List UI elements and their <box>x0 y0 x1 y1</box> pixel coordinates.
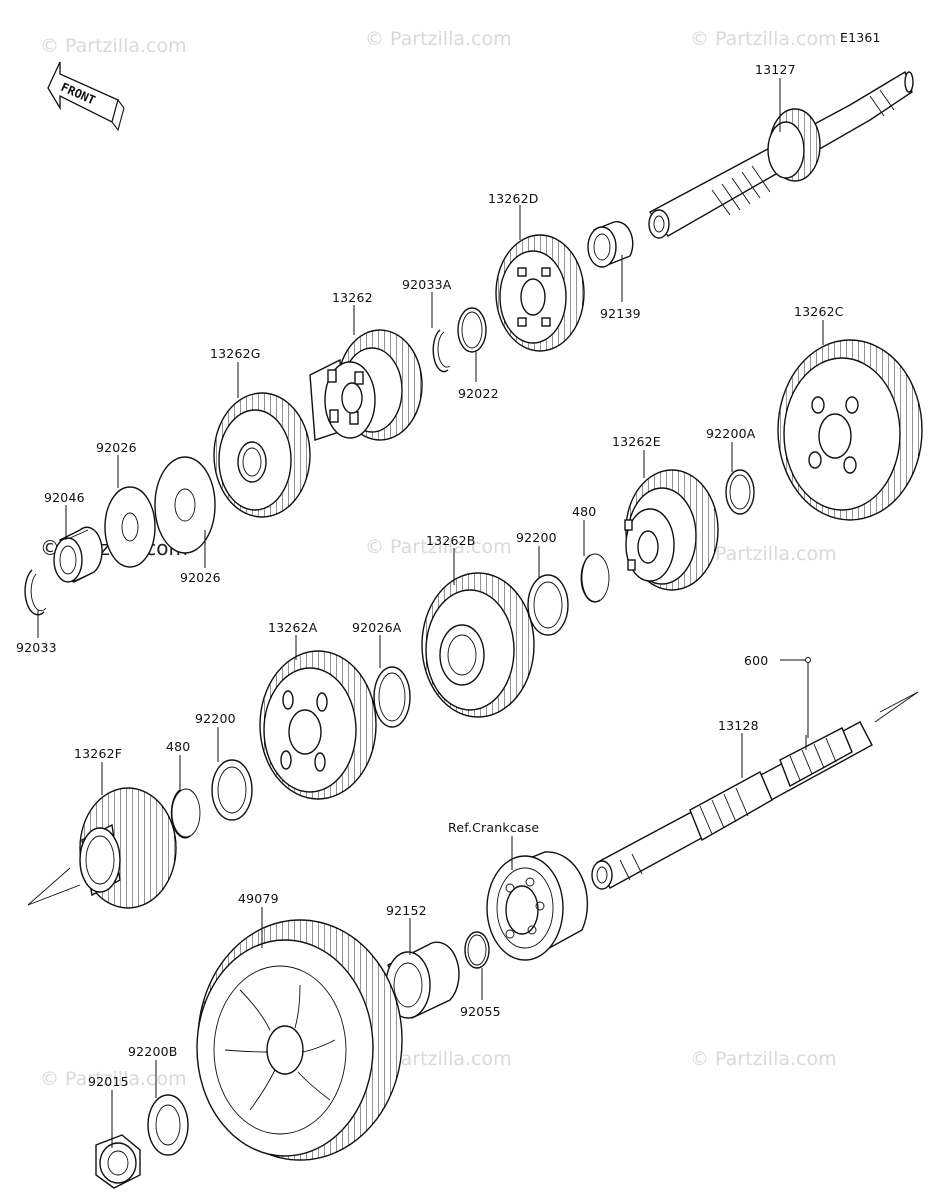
label-13262A: 13262A <box>268 620 318 635</box>
washer-92022 <box>457 307 487 353</box>
label-13262E: 13262E <box>612 434 661 449</box>
gear-13262G <box>213 392 311 518</box>
label-600: 600 <box>744 653 768 668</box>
label-92026-bottom: 92026 <box>180 570 221 585</box>
label-92033A: 92033A <box>402 277 452 292</box>
label-92200B: 92200B <box>128 1044 178 1059</box>
gear-13262F <box>79 787 177 909</box>
axis-line <box>27 884 81 906</box>
washer-92026-large <box>154 456 216 554</box>
washer-92200-upper <box>527 574 569 636</box>
washer-92200-lower <box>211 759 253 821</box>
gear-13262B <box>421 572 535 718</box>
label-13262F: 13262F <box>74 746 122 761</box>
washer-92200A <box>725 469 755 515</box>
label-ref-crankcase: Ref.Crankcase <box>448 820 539 835</box>
label-92200-lower: 92200 <box>195 711 236 726</box>
washer-92026-small <box>104 486 156 568</box>
label-92026-top: 92026 <box>96 440 137 455</box>
label-13262: 13262 <box>332 290 373 305</box>
oring-92055 <box>464 931 490 969</box>
watermark: © Partzilla.com <box>690 1048 837 1070</box>
watermark: © Partzilla.com <box>365 536 512 558</box>
label-13262G: 13262G <box>210 346 261 361</box>
leader-lines <box>37 78 824 1148</box>
watermark: © Partzilla.com <box>690 28 837 50</box>
label-480-lower: 480 <box>166 739 190 754</box>
gear-13262E <box>624 469 719 591</box>
shaft-13127 <box>648 70 914 239</box>
gear-13262C <box>777 339 923 521</box>
bearing-crankcase <box>486 851 589 961</box>
circlip-92033 <box>24 569 45 616</box>
part-labels: 13127 13262D 92139 13262 92033A 92022 13… <box>16 62 844 1089</box>
label-92046: 92046 <box>44 490 85 505</box>
label-13128: 13128 <box>718 718 759 733</box>
label-92055: 92055 <box>460 1004 501 1019</box>
shaft-13128 <box>591 721 873 890</box>
label-92200-upper: 92200 <box>516 530 557 545</box>
watermark: © Partzilla.com <box>40 1068 187 1090</box>
watermark: © Partzilla.com <box>40 35 187 57</box>
label-92152: 92152 <box>386 903 427 918</box>
label-13262B: 13262B <box>426 533 476 548</box>
label-92022: 92022 <box>458 386 499 401</box>
label-13127: 13127 <box>755 62 796 77</box>
diagram-code: E1361 <box>840 30 881 45</box>
circlip-480-lower <box>170 789 191 839</box>
watermark: © Partzilla.com <box>690 543 837 565</box>
gear-13262D <box>495 234 585 352</box>
label-92033: 92033 <box>16 640 57 655</box>
label-92200A: 92200A <box>706 426 756 441</box>
bearing-92046 <box>53 526 103 583</box>
label-13262D: 13262D <box>488 191 539 206</box>
nut-92015 <box>95 1134 141 1189</box>
sprocket-49079 <box>196 919 403 1161</box>
axis-line <box>879 691 919 713</box>
label-49079: 49079 <box>238 891 279 906</box>
label-13262C: 13262C <box>794 304 844 319</box>
gear-13262 <box>309 329 423 441</box>
front-arrow-icon: FRONT <box>47 61 125 132</box>
gear-13262A <box>259 650 377 800</box>
label-92139: 92139 <box>600 306 641 321</box>
label-92026A: 92026A <box>352 620 402 635</box>
watermark: © Partzilla.com <box>365 28 512 50</box>
callout-dot <box>805 657 811 663</box>
washer-92200B <box>147 1094 189 1156</box>
label-480-upper: 480 <box>572 504 596 519</box>
circlip-92033A <box>432 329 449 373</box>
label-92015: 92015 <box>88 1074 129 1089</box>
bushing-92139 <box>587 220 634 268</box>
washer-92026A <box>373 666 411 728</box>
